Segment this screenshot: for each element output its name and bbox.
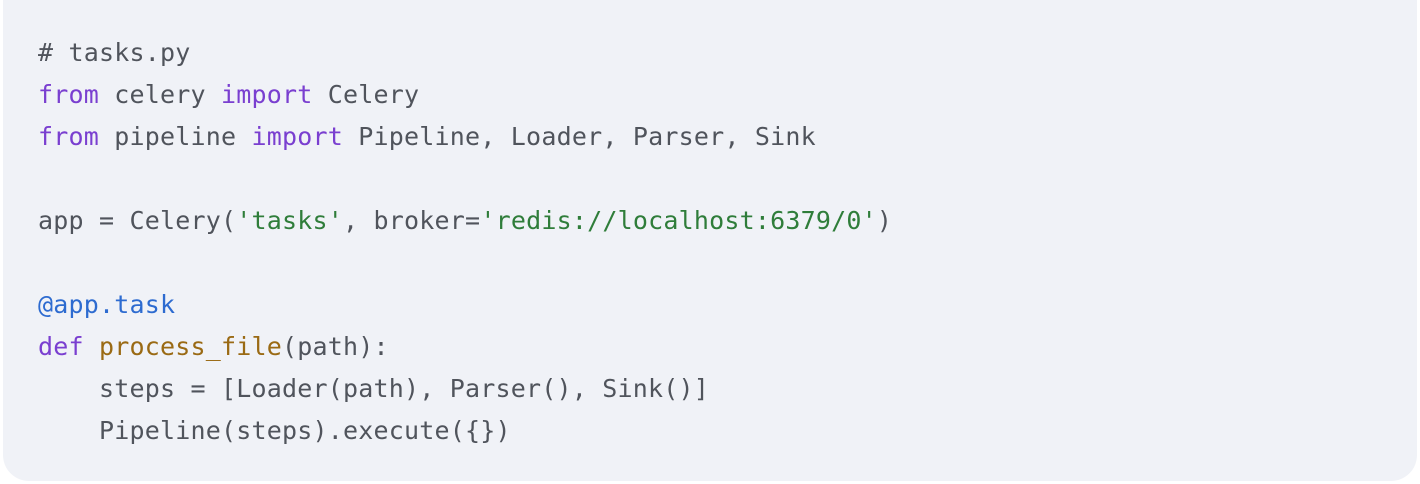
- code-token: import: [251, 122, 344, 151]
- code-line: def process_file(path):: [38, 326, 1417, 368]
- code-token: def: [38, 332, 84, 361]
- code-line: app = Celery('tasks', broker='redis://lo…: [38, 200, 1417, 242]
- code-token: from: [38, 80, 100, 109]
- code-token: from: [38, 122, 100, 151]
- code-line: Pipeline(steps).execute({}): [38, 410, 1417, 452]
- code-token: ): [876, 206, 893, 235]
- code-token: @app.task: [38, 290, 176, 319]
- code-line: steps = [Loader(path), Parser(), Sink()]: [38, 368, 1417, 410]
- code-token: Pipeline, Loader, Parser, Sink: [343, 122, 816, 151]
- code-token: [84, 332, 99, 361]
- code-token: Pipeline(steps).execute({}): [38, 416, 511, 445]
- code-token: Celery: [312, 80, 420, 109]
- code-token: , broker=: [343, 206, 481, 235]
- code-token: 'tasks': [236, 206, 344, 235]
- code-line: @app.task: [38, 284, 1417, 326]
- code-line: from celery import Celery: [38, 74, 1417, 116]
- code-token: # tasks.py: [38, 38, 191, 67]
- code-token: process_file: [99, 332, 283, 361]
- code-token: steps = [Loader(path), Parser(), Sink()]: [38, 374, 710, 403]
- code-token: 'redis://localhost:6379/0': [480, 206, 877, 235]
- code-token: app = Celery(: [38, 206, 237, 235]
- code-line: [38, 158, 1417, 200]
- code-line: [38, 242, 1417, 284]
- code-line: from pipeline import Pipeline, Loader, P…: [38, 116, 1417, 158]
- code-token: import: [221, 80, 313, 109]
- code-token: (path):: [282, 332, 389, 361]
- code-token: pipeline: [99, 122, 252, 151]
- code-token: celery: [99, 80, 222, 109]
- code-line: # tasks.py: [38, 32, 1417, 74]
